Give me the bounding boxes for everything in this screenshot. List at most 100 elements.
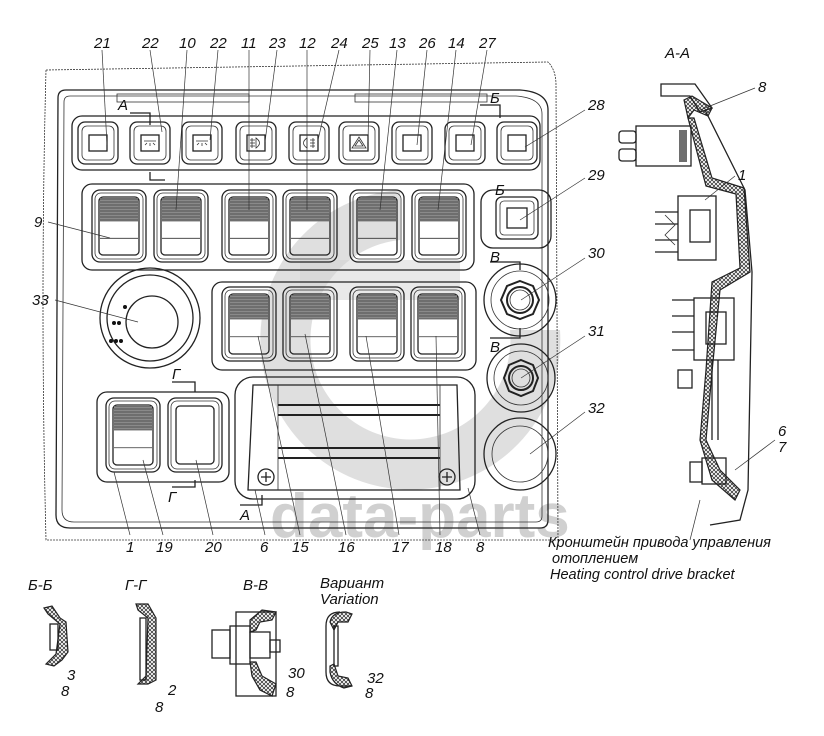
section-mark-b-top: Б: [490, 90, 500, 107]
rocker-switch-lower-1[interactable]: [221, 286, 277, 362]
front-fog-lamp-icon: [299, 134, 319, 152]
top-button-8[interactable]: [444, 121, 486, 165]
knob-30[interactable]: [483, 263, 557, 337]
callout-top-11: 11: [241, 35, 257, 52]
rocker-shade: [420, 198, 458, 222]
callout-bb-3: 3: [67, 667, 76, 684]
callouts-right: 28 29 30 31 32: [587, 97, 605, 417]
callout-top-27: 27: [478, 35, 496, 52]
blank-square-icon: [507, 134, 527, 152]
top-button-7[interactable]: [391, 121, 433, 165]
section-aa-callouts: 8 1 6 7: [738, 79, 787, 456]
callout-var-32: 32: [367, 670, 384, 687]
hazard-triangle-icon: [349, 134, 369, 152]
callout-28: 28: [587, 97, 605, 114]
callout-bottom-17: 17: [392, 539, 409, 556]
caption-en: Heating control drive bracket: [550, 567, 736, 583]
rocker-switch-upper-2[interactable]: [153, 189, 209, 263]
callout-bb-8: 8: [61, 683, 70, 700]
callout-top-12: 12: [299, 35, 316, 52]
bracket-caption: Кронштейн привода управления отоплением …: [548, 535, 771, 583]
caption-ru-line1: Кронштейн привода управления: [548, 535, 771, 551]
rocker-shade: [358, 295, 396, 320]
blank-switch-20[interactable]: [167, 397, 223, 473]
callout-bottom-6: 6: [260, 539, 269, 556]
callout-top-21: 21: [93, 35, 111, 52]
screw-left-icon: [257, 468, 275, 486]
top-button-5[interactable]: [288, 121, 330, 165]
section-mark-v-top: В: [490, 249, 500, 266]
rocker-shade: [230, 295, 268, 320]
callout-aa-6: 6: [778, 423, 787, 440]
plug-32[interactable]: [483, 417, 557, 491]
callout-top-23: 23: [268, 35, 286, 52]
section-view-vv: В-В 30 8: [211, 577, 305, 701]
rocker-shade: [162, 198, 200, 222]
variation-title-ru: Вариант: [320, 575, 384, 592]
callout-bottom-8: 8: [476, 539, 485, 556]
callout-aa-7: 7: [778, 439, 787, 456]
callout-bottom-1: 1: [126, 539, 134, 556]
fan-speed-knob[interactable]: [99, 267, 201, 369]
section-mark-a-bottom: А: [239, 507, 250, 524]
callout-bottom-18: 18: [435, 539, 452, 556]
air-vent[interactable]: [234, 376, 476, 500]
callout-top-10: 10: [179, 35, 196, 52]
callouts-left: 9 33: [32, 214, 49, 309]
section-vv-title: В-В: [243, 577, 268, 594]
top-button-2[interactable]: [129, 121, 171, 165]
rocker-switch-lower-4[interactable]: [410, 286, 466, 362]
callout-gg-2: 2: [167, 682, 177, 699]
callout-vv-8: 8: [286, 684, 295, 701]
rocker-switch-upper-6[interactable]: [411, 189, 467, 263]
rocker-row-lower: [211, 281, 477, 371]
section-view-aa: А-А: [618, 45, 753, 526]
callout-9: 9: [34, 214, 43, 231]
panel-body: [42, 61, 559, 541]
section-view-bb: Б-Б 3 8: [28, 577, 76, 700]
rocker-switch-upper-4[interactable]: [282, 189, 338, 263]
rocker-switch-upper-5[interactable]: [349, 189, 405, 263]
section-view-variation: Вариант Variation 32 8: [320, 575, 384, 702]
rocker-shade: [291, 198, 329, 222]
callout-vv-30: 30: [288, 665, 305, 682]
callout-top-24: 24: [330, 35, 348, 52]
top-button-3[interactable]: [181, 121, 223, 165]
rocker-shade: [100, 198, 138, 222]
section-mark-g-top: Г: [172, 366, 182, 383]
button-29[interactable]: [495, 196, 539, 240]
rocker-switch-bottom-1[interactable]: [105, 397, 161, 473]
caption-ru-line2: отоплением: [552, 551, 638, 567]
callout-bottom-20: 20: [204, 539, 222, 556]
top-button-6[interactable]: [338, 121, 380, 165]
callout-top-25: 25: [361, 35, 379, 52]
section-mark-a-top: А: [117, 97, 128, 114]
section-mark-b-right: Б: [495, 182, 505, 199]
callout-30: 30: [588, 245, 605, 262]
section-gg-title: Г-Г: [125, 577, 148, 594]
rocker-switch-upper-1[interactable]: [91, 189, 147, 263]
section-view-gg: Г-Г 2 8: [125, 577, 177, 716]
callout-29: 29: [587, 167, 605, 184]
right-column-controls: [480, 189, 557, 491]
blank-square-icon: [402, 134, 422, 152]
rocker-switch-lower-2[interactable]: [282, 286, 338, 362]
blank-square-icon: [455, 134, 475, 152]
section-mark-g-bottom: Г: [168, 489, 178, 506]
top-button-4[interactable]: [235, 121, 277, 165]
callout-top-22: 22: [209, 35, 227, 52]
rocker-pair-bottom-left: [96, 391, 230, 483]
knob-position-1: [123, 305, 127, 309]
rocker-switch-lower-3[interactable]: [349, 286, 405, 362]
callout-bottom-19: 19: [156, 539, 173, 556]
section-aa-title: А-А: [664, 45, 690, 62]
rocker-row-upper: [81, 183, 475, 271]
leader-lines: [47, 49, 776, 541]
top-button-9[interactable]: [496, 121, 538, 165]
callout-bottom-16: 16: [338, 539, 355, 556]
top-button-1[interactable]: [77, 121, 119, 165]
callout-31: 31: [588, 323, 605, 340]
